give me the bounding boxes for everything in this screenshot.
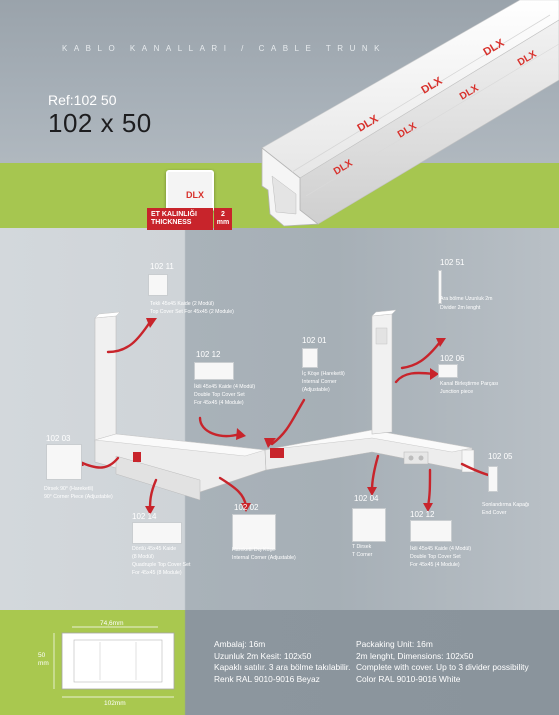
part-desc-line: End Cover [482, 510, 507, 516]
spec-line: 2m lenght, Dimensions: 102x50 [356, 650, 474, 661]
part-thumb-10205 [488, 466, 498, 492]
part-code: 102 02 [234, 503, 259, 512]
thickness-badge: ET KALINLIĞI THICKNESS [147, 208, 213, 230]
specifications-tr: Ambalaj: 16m Uzunluk 2m Kesit: 102x50 Ka… [214, 639, 350, 685]
part-desc-line: Dirsek 90° (Hareketli) [44, 486, 94, 492]
height-unit-label: mm [38, 660, 49, 667]
part-code: 102 01 [302, 336, 327, 345]
spec-line: Packaking Unit: 16m [356, 639, 433, 649]
part-code: 102 04 [354, 494, 379, 503]
part-thumb-10202 [232, 514, 276, 550]
product-size: 102 x 50 [48, 108, 152, 138]
spec-line: Uzunluk 2m Kesit: 102x50 [214, 650, 312, 661]
thickness-label-en: THICKNESS [151, 219, 192, 226]
part-desc-line: Junction piece [440, 389, 474, 395]
inner-width-label: 74,6mm [100, 620, 124, 627]
thickness-profile-image [166, 170, 214, 212]
part-desc-line: Kanal Birleştirme Parçası [440, 381, 499, 387]
part-desc-line: Double Top Cover Set [410, 554, 461, 560]
part-thumb-10211 [148, 274, 168, 296]
part-code: 102 51 [440, 258, 465, 267]
part-thumb-10203 [46, 444, 82, 480]
part-desc-line: Tekli 45x45 Kaide (2 Modül) [150, 301, 215, 307]
thickness-unit: mm [216, 219, 230, 226]
part-desc-line: İkili 45x45 Kaide (4 Modül) [410, 546, 472, 552]
part-thumb-10206 [438, 364, 458, 378]
part-desc-line: For 45x45 (8 Module) [132, 570, 182, 576]
part-thumb-10201 [302, 348, 318, 368]
series-title: KABLO KANALLARI / CABLE TRUNK [62, 44, 386, 53]
reference-code: Ref:102 50 [48, 92, 117, 108]
part-desc-line: Double Top Cover Set [194, 392, 245, 398]
part-code: 102 12 [410, 510, 435, 519]
thickness-value: 2 mm [214, 208, 232, 230]
spec-line: Complete with cover. Up to 3 divider pos… [356, 662, 529, 672]
part-desc-line: T Corner [352, 552, 373, 558]
part-thumb-10212a [194, 362, 234, 380]
part-desc-line: Sonlandırma Kapağı [482, 502, 530, 508]
spec-line: Ambalaj: 16m [214, 639, 266, 649]
part-thumb-10212b [410, 520, 452, 542]
part-desc-line: Divider 2m lenght [440, 305, 481, 311]
part-desc-line: (8 Modül) [132, 554, 154, 560]
part-thumb-10251 [438, 270, 442, 304]
thickness-number: 2 [221, 211, 225, 218]
part-code: 102 12 [196, 350, 221, 359]
spec-line: Renk RAL 9010-9016 Beyaz [214, 673, 320, 684]
part-desc-line: İç Köşe (Hareketli) [302, 371, 345, 377]
accessory-diagram-area [0, 228, 559, 610]
part-code: 102 11 [150, 262, 174, 271]
part-desc-line: For 45x45 (4 Module) [194, 400, 244, 406]
brand-mark: DLX [186, 190, 204, 200]
part-desc-line: İkili 45x45 Kaide (4 Modül) [194, 384, 256, 390]
part-desc-line: Dörtlü 45x45 Kaide [132, 546, 177, 552]
part-desc-line: Top Cover Set For 45x45 (2 Module) [150, 309, 234, 315]
part-code: 102 03 [46, 434, 71, 443]
spec-line: Kapaklı satılır. 3 ara bölme takılabilir… [214, 662, 351, 672]
part-desc-line: Internal Corner (Adjustable) [232, 555, 296, 561]
part-desc-line: (Adjustable) [302, 387, 330, 393]
part-code: 102 14 [132, 512, 157, 521]
part-desc-line: T Dirsek [352, 544, 372, 550]
part-desc-line: Hareketli Dış Köşe [232, 547, 275, 553]
part-desc-line: Internal Corner [302, 379, 337, 385]
width-label: 102mm [104, 700, 126, 707]
part-desc-line: Ara bölme Uzunluk 2m [440, 296, 493, 302]
part-desc-line: 90° Corner Piece (Adjustable) [44, 494, 113, 500]
height-value-label: 50 [38, 652, 46, 659]
spec-line: Color RAL 9010-9016 White [356, 673, 461, 684]
part-thumb-10204 [352, 508, 386, 542]
part-desc-line: Quadruple Top Cover Set [132, 562, 191, 568]
part-code: 102 05 [488, 452, 513, 461]
part-desc-line: For 45x45 (4 Module) [410, 562, 460, 568]
specifications-en: Packaking Unit: 16m 2m lenght, Dimension… [356, 639, 529, 685]
part-code: 102 06 [440, 354, 465, 363]
thickness-label-tr: ET KALINLIĞI [151, 211, 197, 218]
part-thumb-10214 [132, 522, 182, 544]
